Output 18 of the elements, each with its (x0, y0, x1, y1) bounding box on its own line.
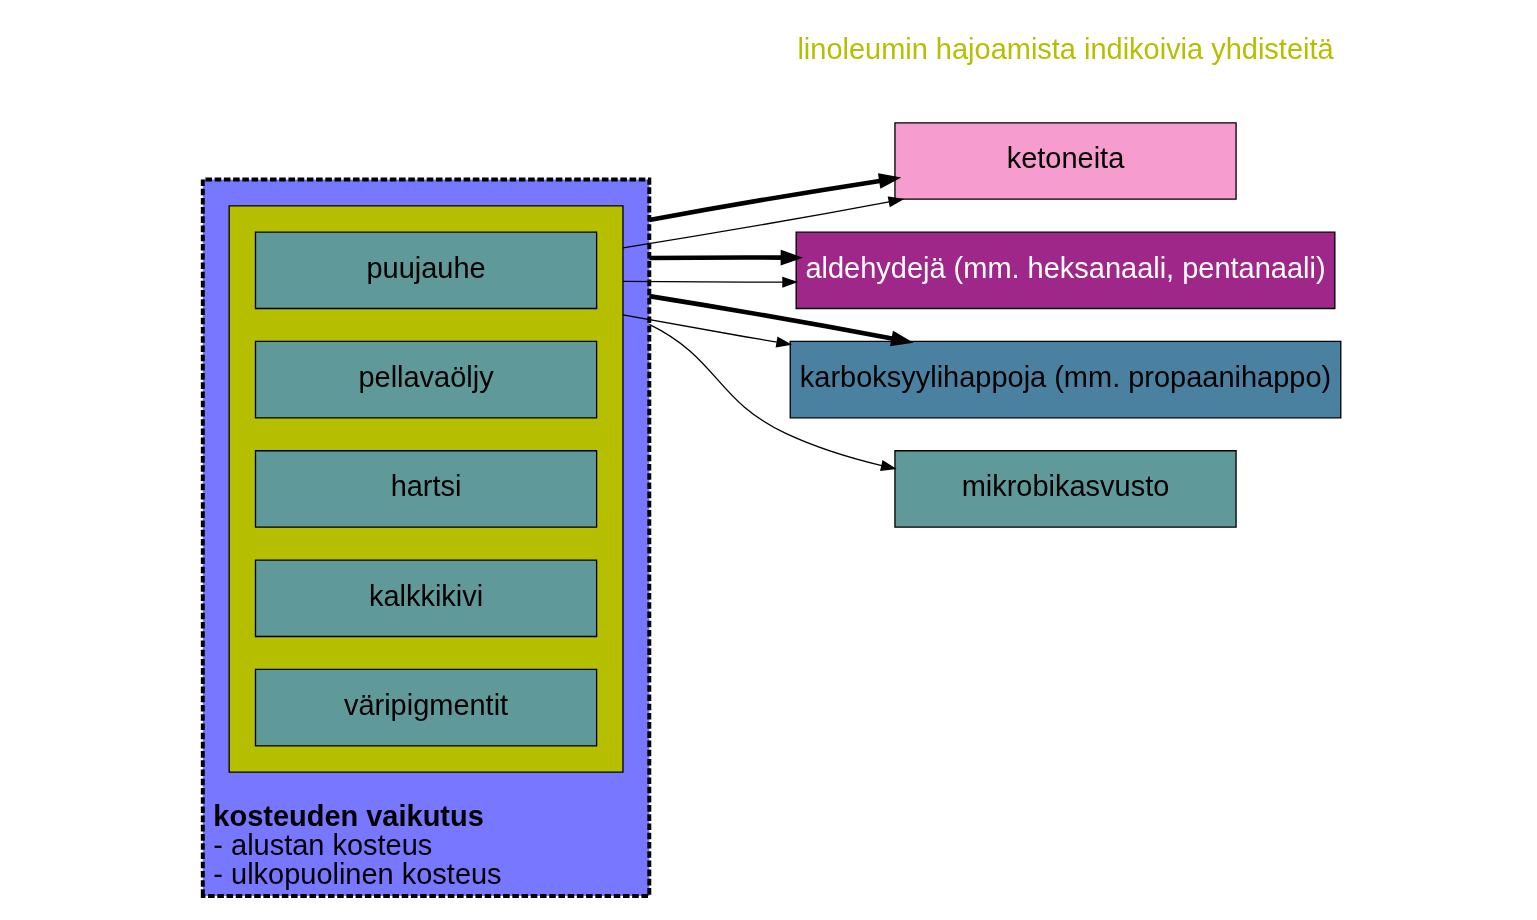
arrow (622, 196, 905, 249)
node-box: ketoneita (894, 122, 1237, 200)
arrow (649, 249, 804, 266)
node-box: mikrobikasvusto (894, 450, 1237, 528)
label: linoleumin hajoamista indikoivia yhdisteitä (797, 33, 1334, 66)
arrow (622, 314, 793, 348)
node-box: aldehydejä (mm. heksanaali, pentanaali) (795, 231, 1336, 310)
node-box: pellavaöljy (254, 340, 598, 419)
node-box: karboksyylihappoja (mm. propaanihappo) (789, 340, 1342, 419)
arrow (648, 173, 902, 223)
node-box: hartsi (254, 450, 598, 528)
arrow (648, 323, 897, 471)
node-box: kalkkikivi (254, 559, 598, 638)
arrow (622, 276, 799, 288)
node-box: väripigmentit (254, 668, 598, 747)
cluster (228, 205, 624, 773)
node-box: puujauhe (254, 231, 598, 310)
arrow (648, 293, 914, 347)
